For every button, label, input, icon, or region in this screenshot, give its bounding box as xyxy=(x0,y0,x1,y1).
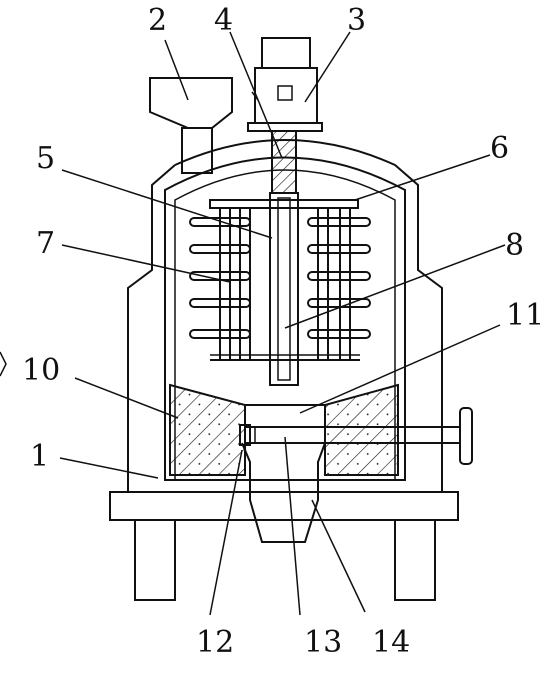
drive-shaft xyxy=(271,130,297,194)
label-13: 13 xyxy=(304,625,342,660)
label-8: 8 xyxy=(505,228,524,263)
label-3: 3 xyxy=(347,3,366,38)
label-10: 10 xyxy=(22,353,60,388)
crossbar xyxy=(209,199,359,209)
base-plate xyxy=(109,491,459,521)
label-11: 11 xyxy=(506,298,544,333)
left-leg xyxy=(134,519,176,601)
left-hatched-block xyxy=(169,383,246,476)
edge-mark xyxy=(0,351,7,377)
right-hatched-block xyxy=(324,383,399,476)
label-12: 12 xyxy=(196,625,234,660)
central-shaft-outer xyxy=(269,192,299,386)
label-2: 2 xyxy=(148,3,167,38)
label-7: 7 xyxy=(36,226,55,261)
right-leg xyxy=(394,519,436,601)
right-blades xyxy=(307,217,371,339)
motor-box xyxy=(277,85,293,101)
central-shaft-inner xyxy=(277,197,291,381)
rod-end-cap xyxy=(239,424,251,446)
label-1: 1 xyxy=(30,439,49,474)
label-14: 14 xyxy=(372,625,410,660)
feed-hopper xyxy=(149,77,233,129)
motor-mount xyxy=(247,122,323,132)
label-4: 4 xyxy=(214,3,233,38)
feed-pipe xyxy=(181,127,213,174)
label-5: 5 xyxy=(36,141,55,176)
rod-handle xyxy=(459,407,473,465)
leader-lines xyxy=(59,31,506,616)
motor-top xyxy=(261,37,311,69)
label-6: 6 xyxy=(490,131,509,166)
discharge-chamber xyxy=(244,404,326,428)
funnel-outlet xyxy=(241,442,326,543)
